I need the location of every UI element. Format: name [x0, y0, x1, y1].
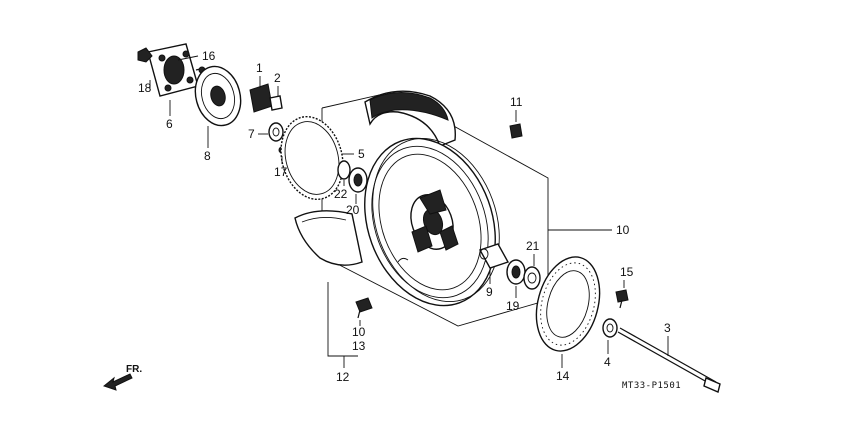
brake-disc-14 [535, 256, 601, 352]
label-22: 22 [334, 187, 348, 201]
collar-2 [269, 95, 283, 111]
part-number-labels: 1 2 3 4 5 6 7 8 9 10 11 12 13 14 15 16 1… [138, 49, 671, 384]
bolt-15 [615, 289, 629, 309]
label-8: 8 [204, 149, 211, 163]
o-ring-22 [337, 160, 351, 180]
label-9: 9 [486, 285, 493, 299]
label-16: 16 [202, 49, 216, 63]
label-12: 12 [336, 370, 350, 384]
label-18: 18 [138, 81, 152, 95]
label-4: 4 [604, 355, 611, 369]
sprocket-carrier [147, 43, 199, 97]
label-15: 15 [620, 265, 634, 279]
label-3: 3 [664, 321, 671, 335]
leader-lines [149, 55, 669, 368]
damper-1 [249, 83, 273, 113]
nut-18 [137, 47, 153, 63]
front-arrow-icon [102, 373, 133, 391]
o-ring-5 [280, 115, 344, 201]
inner-fender [294, 210, 363, 266]
label-13: 13 [352, 339, 366, 353]
front-direction-indicator: FR. [102, 364, 142, 391]
label-20: 20 [346, 203, 360, 217]
label-6: 6 [166, 117, 173, 131]
label-14: 14 [556, 369, 570, 383]
valve-stem-10-13 [355, 297, 373, 319]
wheel-hub [397, 189, 459, 263]
drawing-code: MT33-P1501 [622, 381, 681, 391]
label-19: 19 [506, 299, 520, 313]
washer-7 [268, 122, 284, 142]
collar-4 [602, 318, 618, 338]
label-11: 11 [510, 95, 523, 109]
label-10-valve: 10 [352, 325, 366, 339]
distance-collar-9 [478, 243, 510, 269]
label-21: 21 [526, 239, 540, 253]
label-10-hub: 10 [616, 223, 630, 237]
label-1: 1 [256, 61, 263, 75]
valve-11 [509, 123, 523, 139]
label-7: 7 [248, 127, 255, 141]
drive-sprocket [194, 65, 242, 127]
label-5: 5 [358, 147, 365, 161]
label-2: 2 [274, 71, 281, 85]
dust-seal-21 [523, 266, 541, 290]
label-17: 17 [274, 165, 288, 179]
tire [364, 90, 456, 147]
front-direction-label: FR. [126, 364, 142, 375]
bearing-19 [506, 259, 526, 285]
bearing-20 [348, 167, 368, 193]
